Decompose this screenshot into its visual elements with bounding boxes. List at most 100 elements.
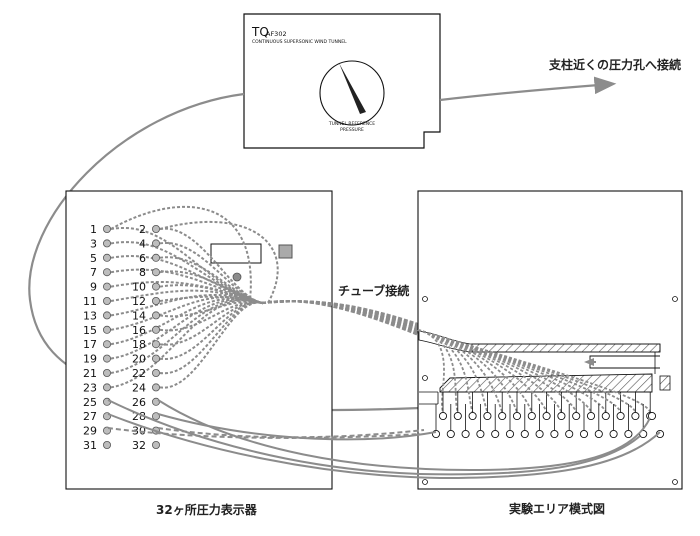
- mount-screw: [422, 479, 428, 485]
- tap-lower: [446, 429, 455, 439]
- port-connector-left: [103, 239, 112, 248]
- port-label-left: 11: [83, 295, 97, 308]
- port-connector-left: [103, 368, 112, 377]
- port-connector-left: [103, 253, 112, 262]
- port-label-right: 22: [132, 367, 146, 380]
- port-connector-right: [151, 296, 160, 305]
- port-connector-left: [103, 383, 112, 392]
- instrument-subtitle: CONTINUOUS SUPERSONIC WIND TUNNEL: [252, 39, 347, 45]
- port-label-right: 26: [132, 396, 146, 409]
- port-label-left: 9: [90, 281, 97, 294]
- port-connector-right: [151, 224, 160, 233]
- tap-lower: [579, 429, 589, 439]
- tube-trunk: [261, 300, 419, 336]
- display-caption: 32ヶ所圧力表示器: [156, 502, 258, 517]
- port-label-right: 2: [139, 223, 146, 236]
- tube-tap-fan: [417, 329, 652, 413]
- tube-right: [159, 301, 263, 346]
- port-label-right: 6: [139, 252, 146, 265]
- port-label-right: 24: [132, 381, 146, 394]
- tap-lower: [461, 429, 470, 439]
- port-connector-right: [151, 383, 160, 392]
- tap-upper: [512, 411, 522, 421]
- tap-upper: [527, 411, 536, 421]
- tube-tap-fan: [417, 329, 578, 413]
- port-connector-right: [151, 354, 160, 363]
- tube-right: [159, 300, 263, 318]
- tap-upper: [647, 411, 657, 421]
- port-label-left: 23: [83, 381, 97, 394]
- tap-upper: [468, 411, 477, 421]
- return-tube: [157, 427, 425, 439]
- port-label-left: 27: [83, 410, 97, 423]
- tap-upper: [631, 411, 640, 421]
- port-label-left: 3: [90, 237, 97, 250]
- strut-connection-arrow: [439, 76, 617, 102]
- port-label-right: 10: [132, 281, 146, 294]
- port-label-left: 5: [90, 252, 97, 265]
- tap-upper: [542, 411, 551, 421]
- port-connector-left: [103, 224, 112, 233]
- port-label-left: 1: [90, 223, 97, 236]
- tap-lower: [476, 429, 485, 439]
- mount-screw: [422, 296, 428, 302]
- tap-upper: [483, 411, 492, 421]
- tube-connection-label: チューブ接続: [338, 283, 409, 298]
- port-label-left: 7: [90, 266, 97, 279]
- tap-upper: [586, 411, 596, 421]
- display-window: [210, 243, 262, 264]
- pressure-tap-rows: [417, 329, 665, 439]
- tap-lower: [491, 429, 500, 439]
- port-connector-right: [151, 325, 160, 334]
- tap-upper: [557, 411, 566, 421]
- tap-upper: [572, 411, 581, 421]
- tap-lower: [609, 429, 618, 439]
- tube-left: [110, 298, 263, 374]
- port-label-right: 18: [132, 338, 146, 351]
- port-connector-right: [151, 268, 160, 277]
- tap-upper: [601, 411, 610, 421]
- tap-lower: [550, 429, 559, 439]
- tap-lower: [624, 429, 633, 439]
- instrument-model: AF302: [266, 30, 287, 38]
- port-connector-left: [103, 325, 112, 334]
- port-connector-right: [151, 440, 160, 449]
- port-label-right: 12: [132, 295, 146, 308]
- strut-connection-label: 支柱近くの圧力孔へ接続: [548, 57, 681, 72]
- port-connector-left: [103, 440, 112, 449]
- port-connector-left: [103, 282, 112, 291]
- return-tube: [107, 427, 421, 439]
- port-label-right: 32: [132, 439, 146, 452]
- port-label-left: 31: [83, 439, 97, 452]
- tube-arc: [159, 220, 279, 304]
- tube-left: [110, 226, 263, 304]
- display-switch: [278, 244, 293, 259]
- mount-screw: [672, 479, 678, 485]
- port-connector-right: [151, 368, 160, 377]
- port-connector-right: [151, 412, 160, 421]
- return-tube: [157, 399, 651, 472]
- port-label-left: 13: [83, 309, 97, 322]
- tap-lower: [565, 429, 574, 439]
- tap-upper: [616, 411, 625, 421]
- tube-right: [159, 295, 263, 304]
- tube-tap-fan: [417, 329, 607, 413]
- test-area-caption: 実験エリア模式図: [509, 501, 605, 516]
- tap-lower: [535, 429, 544, 439]
- tap-lower: [505, 429, 515, 439]
- tube-right: [159, 301, 263, 389]
- gauge-needle: [339, 63, 366, 114]
- port-connector-right: [151, 311, 160, 320]
- port-label-right: 8: [139, 266, 146, 279]
- port-label-right: 4: [139, 237, 146, 250]
- gauge-label-line2: PRESSURE: [340, 127, 364, 133]
- port-label-left: 25: [83, 396, 97, 409]
- tap-lower: [594, 429, 603, 439]
- tube-left: [110, 255, 263, 304]
- port-connector-left: [103, 311, 112, 320]
- tube-tap-fan: [417, 329, 489, 413]
- instrument-brand: TQ: [251, 25, 269, 39]
- tube-left: [110, 298, 263, 360]
